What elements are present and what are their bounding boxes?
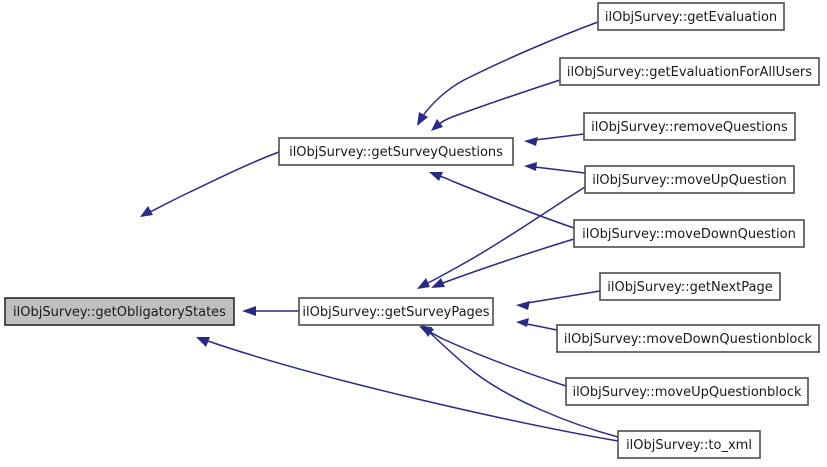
edge-line (439, 238, 575, 285)
call-edge-to_xml-to-getObligatoryStates (196, 337, 619, 442)
edge-line (526, 290, 601, 304)
node-box[interactable] (278, 137, 514, 166)
edges-layer (140, 21, 619, 442)
arrowhead-icon (417, 278, 430, 289)
arrowhead-icon (196, 337, 210, 347)
edge-line (438, 175, 575, 229)
node-box[interactable] (565, 377, 809, 406)
call-edge-moveDownQuestion-to-getSurveyPages (431, 238, 575, 288)
nodes-layer: ilObjSurvey::getObligatoryStatesilObjSur… (4, 2, 820, 459)
edge-line (427, 330, 567, 387)
edge-line (421, 21, 599, 118)
call-edge-moveUpQuestionblock-to-getSurveyPages (419, 326, 567, 387)
node-box[interactable] (584, 165, 795, 194)
node-box[interactable] (298, 297, 494, 326)
node-box[interactable] (583, 112, 796, 141)
graph-node-getSurveyQuestions[interactable]: ilObjSurvey::getSurveyQuestions (278, 137, 514, 166)
edge-line (436, 79, 561, 127)
call-edge-removeQuestions-to-getSurveyQuestions (524, 133, 585, 146)
edge-line (428, 331, 619, 438)
call-edge-getEvaluationForAllUsers-to-getSurveyQuestions (431, 79, 561, 131)
arrowhead-icon (417, 112, 428, 126)
call-edge-getEvaluation-to-getSurveyQuestions (417, 21, 599, 126)
call-edge-moveUpQuestion-to-getSurveyPages (417, 186, 586, 289)
arrowhead-icon (516, 318, 529, 327)
call-edge-to_xml-to-getSurveyPages (422, 325, 619, 438)
arrowhead-icon (242, 306, 256, 316)
graph-node-to_xml[interactable]: ilObjSurvey::to_xml (617, 430, 761, 459)
node-box[interactable] (559, 57, 820, 86)
arrowhead-icon (524, 137, 538, 146)
call-edge-moveDownQuestion-to-getSurveyQuestions (429, 172, 575, 229)
arrowhead-icon (431, 278, 445, 288)
graph-node-removeQuestions[interactable]: ilObjSurvey::removeQuestions (583, 112, 796, 141)
graph-node-moveDownQuestion[interactable]: ilObjSurvey::moveDownQuestion (573, 219, 805, 248)
node-box[interactable] (573, 219, 805, 248)
graph-node-getSurveyPages[interactable]: ilObjSurvey::getSurveyPages (298, 297, 494, 326)
arrowhead-icon (516, 301, 530, 310)
node-box[interactable] (617, 430, 761, 459)
arrowhead-icon (524, 162, 537, 171)
edge-line (526, 323, 558, 331)
arrowhead-icon (431, 119, 443, 131)
graph-node-moveUpQuestionblock[interactable]: ilObjSurvey::moveUpQuestionblock (565, 377, 809, 406)
node-box[interactable] (597, 2, 785, 31)
graph-node-getEvaluation[interactable]: ilObjSurvey::getEvaluation (597, 2, 785, 31)
arrowhead-icon (429, 172, 443, 181)
graph-node-getObligatoryStates[interactable]: ilObjSurvey::getObligatoryStates (4, 297, 235, 326)
node-box[interactable] (556, 324, 820, 353)
node-box[interactable] (599, 272, 781, 301)
node-box[interactable] (4, 297, 235, 326)
arrowhead-icon (140, 206, 153, 217)
graph-node-getEvaluationForAllUsers[interactable]: ilObjSurvey::getEvaluationForAllUsers (559, 57, 820, 86)
arrowhead-icon (422, 325, 434, 337)
graph-node-getNextPage[interactable]: ilObjSurvey::getNextPage (599, 272, 781, 301)
graph-node-moveUpQuestion[interactable]: ilObjSurvey::moveUpQuestion (584, 165, 795, 194)
edge-line (147, 151, 280, 214)
edge-line (534, 166, 586, 174)
call-edge-moveDownQuestionblock-to-getSurveyPages (516, 318, 558, 331)
edge-line (425, 186, 586, 285)
call-edge-getNextPage-to-getSurveyPages (516, 290, 601, 310)
edge-line (204, 339, 619, 442)
edge-line (534, 133, 585, 141)
graph-node-moveDownQuestionblock[interactable]: ilObjSurvey::moveDownQuestionblock (556, 324, 820, 353)
call-edge-getSurveyQuestions-to-getObligatoryStates (140, 151, 280, 217)
call-edge-moveUpQuestion-to-getSurveyQuestions (524, 162, 586, 174)
call-edge-getSurveyPages-to-getObligatoryStates (242, 306, 299, 316)
